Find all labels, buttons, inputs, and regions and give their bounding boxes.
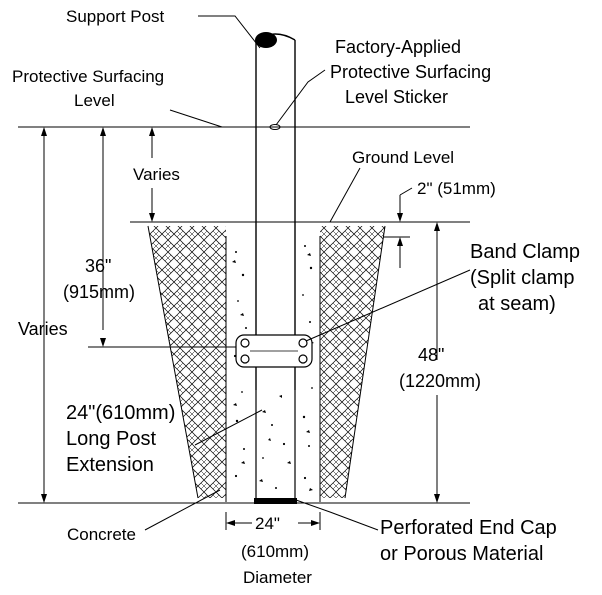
concrete-label: Concrete [67,525,136,544]
band-clamp-label-line2: (Split clamp [470,267,574,289]
concrete-speckles [232,245,314,491]
band-clamp [235,334,313,368]
labels: Support Post Factory-Applied Protective … [12,7,580,587]
extension-label-line1: 24"(610mm) [66,402,175,424]
support-post [255,32,296,390]
protective-level-label-line2: Level [74,91,115,110]
extension-label-line3: Extension [66,454,154,476]
end-cap-label-line2: or Porous Material [380,543,543,565]
dim-36-label-line1: 36" [85,256,111,276]
soil-hatching [147,225,386,499]
post-top-cap [255,32,277,48]
band-clamp-label-line3: at seam) [478,293,556,315]
diameter-label-line3: Diameter [243,568,312,587]
varies-left-label: Varies [18,319,68,339]
dimensions [41,127,440,530]
diameter-label-line1: 24" [255,514,280,533]
factory-sticker-label-line2: Protective Surfacing [330,62,491,82]
protective-level-label-line1: Protective Surfacing [12,67,164,86]
two-inch-label: 2" (51mm) [417,179,496,198]
factory-sticker-label-line1: Factory-Applied [335,37,461,57]
end-cap [254,498,297,504]
factory-sticker-label-line3: Level Sticker [345,87,448,107]
post-extension [254,390,297,504]
ground-level-label: Ground Level [352,148,454,167]
diameter-label-line2: (610mm) [241,542,309,561]
varies-top-label: Varies [133,165,180,184]
dim-48-label-line1: 48" [418,345,444,365]
support-post-label: Support Post [66,7,165,26]
leader-lines [144,15,471,531]
band-clamp-label-line1: Band Clamp [470,241,580,263]
extension-label-line2: Long Post [66,428,157,450]
dim-48-label-line2: (1220mm) [399,371,481,391]
end-cap-label-line1: Perforated End Cap [380,517,557,539]
level-lines [18,126,470,504]
dim-36-label-line2: (915mm) [63,282,135,302]
